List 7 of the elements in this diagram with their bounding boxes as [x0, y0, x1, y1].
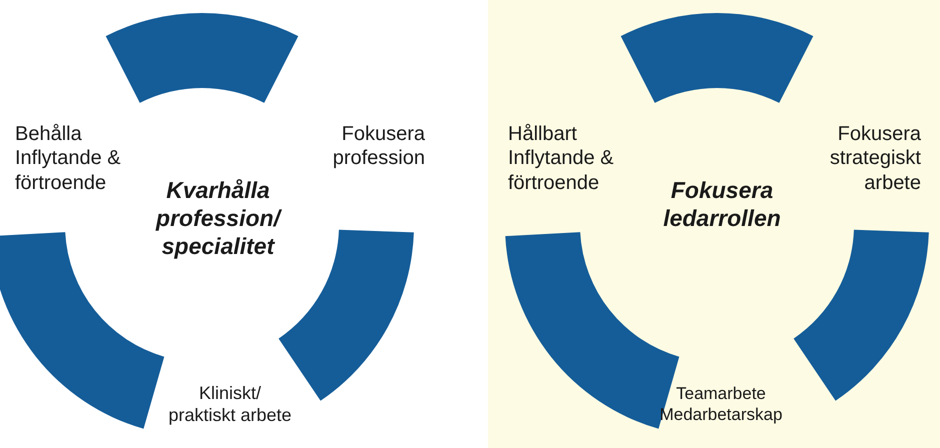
segment-label: Behålla Inflytande & förtroende [15, 122, 121, 196]
center-title: Kvarhålla profession/ specialitet [156, 176, 280, 260]
segment-label: Kliniskt/ praktiskt arbete [168, 383, 292, 427]
segment-label: Hållbart Inflytande & förtroende [508, 122, 614, 196]
segment-label: Fokusera profession [332, 122, 425, 171]
segment-label: Fokusera strategiskt arbete [830, 122, 921, 196]
center-title: Fokusera ledarrollen [663, 176, 781, 232]
